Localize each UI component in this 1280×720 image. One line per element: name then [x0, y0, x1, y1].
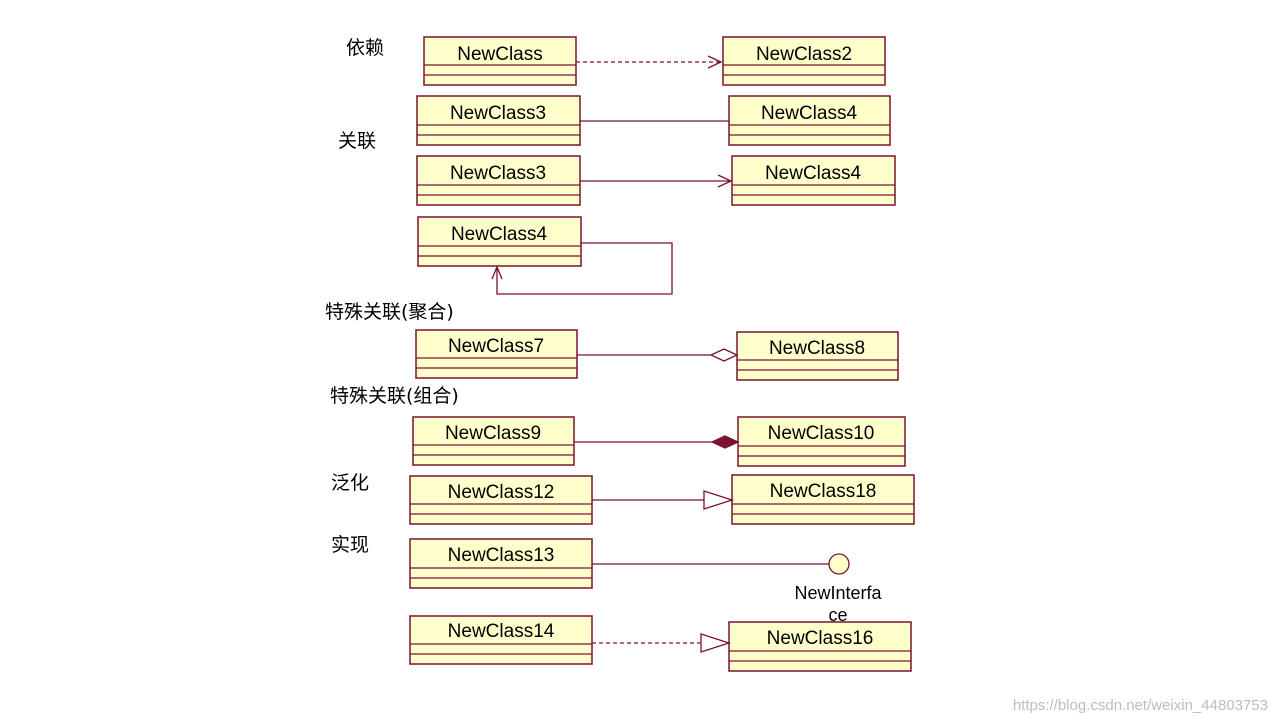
class-name: NewClass16: [767, 628, 874, 649]
interface-circle-icon[interactable]: [828, 553, 850, 575]
class-name: NewClass4: [451, 224, 548, 245]
class-box-newclass4-a[interactable]: NewClass4: [728, 95, 891, 146]
class-box-newclass[interactable]: NewClass: [423, 36, 577, 86]
class-box-newclass8[interactable]: NewClass8: [736, 331, 899, 381]
label-generalization: 泛化: [331, 472, 369, 494]
class-name: NewClass13: [448, 545, 555, 566]
interface-name-line2: ce: [828, 605, 847, 625]
class-box-newclass9[interactable]: NewClass9: [412, 416, 575, 466]
watermark: https://blog.csdn.net/weixin_44803753: [1012, 697, 1268, 714]
label-realization: 实现: [331, 534, 369, 556]
class-name: NewClass3: [450, 163, 546, 184]
self-association-connector: [491, 242, 673, 295]
class-box-newclass4-c[interactable]: NewClass4: [417, 216, 582, 267]
realization-lollipop-connector: NewInterfa ce: [592, 553, 883, 625]
directed-association-connector: [580, 174, 733, 188]
class-box-newclass18[interactable]: NewClass18: [731, 474, 915, 525]
class-box-newclass4-b[interactable]: NewClass4: [731, 155, 896, 206]
class-name: NewClass12: [448, 482, 555, 503]
generalization-connector: [592, 490, 735, 510]
class-box-newclass14[interactable]: NewClass14: [409, 615, 593, 665]
class-box-newclass12[interactable]: NewClass12: [409, 475, 593, 525]
class-box-newclass10[interactable]: NewClass10: [737, 416, 906, 467]
label-association: 关联: [338, 130, 376, 152]
composition-connector: [574, 435, 740, 449]
class-box-newclass13[interactable]: NewClass13: [409, 538, 593, 589]
class-name: NewClass: [457, 44, 543, 65]
class-name: NewClass7: [448, 336, 544, 357]
label-dependency: 依赖: [346, 37, 384, 59]
class-name: NewClass8: [769, 338, 865, 359]
dependency-connector: [576, 55, 723, 69]
class-name: NewClass2: [756, 44, 852, 65]
class-box-newclass3-a[interactable]: NewClass3: [416, 95, 581, 146]
class-box-newclass16[interactable]: NewClass16: [728, 621, 912, 672]
class-name: NewClass9: [445, 423, 541, 444]
class-box-newclass2[interactable]: NewClass2: [722, 36, 886, 86]
label-aggregation: 特殊关联(聚合): [325, 301, 454, 323]
label-composition: 特殊关联(组合): [330, 385, 459, 407]
class-name: NewClass14: [448, 621, 555, 642]
class-box-newclass7[interactable]: NewClass7: [415, 329, 578, 379]
class-name: NewClass18: [770, 481, 877, 502]
interface-name-line1: NewInterfa: [794, 583, 882, 603]
class-name: NewClass10: [768, 423, 875, 444]
aggregation-connector: [577, 348, 739, 362]
class-box-newclass3-b[interactable]: NewClass3: [416, 155, 581, 206]
class-name: NewClass3: [450, 103, 546, 124]
class-name: NewClass4: [761, 103, 858, 124]
class-name: NewClass4: [765, 163, 862, 184]
realization-dashed-connector: [592, 633, 732, 653]
